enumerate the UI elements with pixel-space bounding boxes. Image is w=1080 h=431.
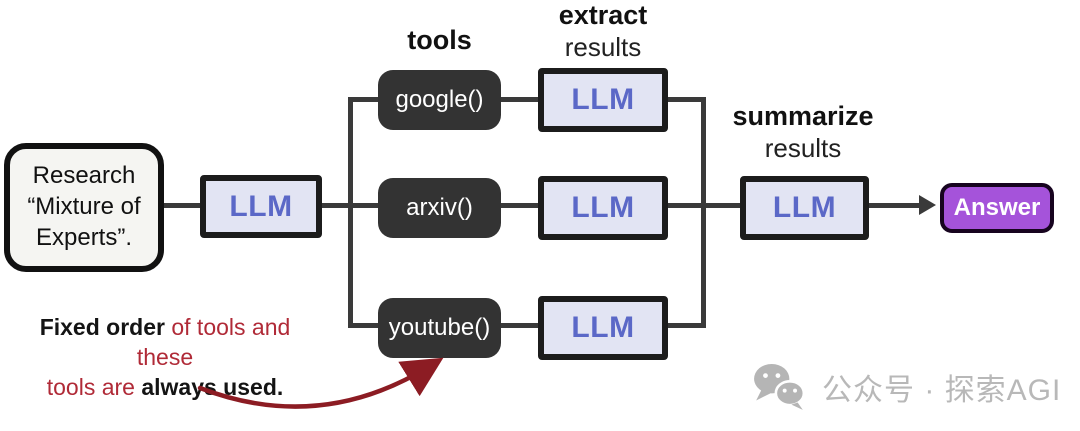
research-line: Research	[32, 162, 136, 190]
llm-box-extract-google: LLM	[538, 68, 668, 132]
annotation-line-1: Fixed order of tools and these	[10, 313, 320, 373]
curved-arrow-icon	[197, 357, 444, 409]
connector-line	[348, 97, 378, 102]
summarize-label: summarize	[732, 101, 874, 131]
connector-line	[158, 203, 200, 208]
annotation-bold: Fixed order	[39, 314, 165, 340]
connector-line	[348, 323, 378, 328]
llm-box-initial: LLM	[200, 175, 322, 238]
llm-box-extract-youtube: LLM	[538, 296, 668, 360]
llm-box-summarize: LLM	[740, 176, 869, 240]
connector-line	[316, 203, 378, 208]
connector-line	[501, 97, 538, 102]
stage-label-summarize: summarize results	[713, 101, 893, 164]
annotation-bold: always used.	[141, 373, 284, 400]
tool-box-google: google()	[378, 70, 501, 130]
extract-label: extract	[558, 0, 648, 30]
arrowhead-icon	[919, 195, 936, 215]
annotation-red: tools are	[46, 373, 142, 400]
research-line: Experts”.	[35, 223, 133, 251]
connector-line	[869, 203, 921, 208]
annotation-line-2: tools are always used.	[10, 373, 320, 403]
tool-box-arxiv: arxiv()	[378, 178, 501, 238]
extract-sublabel: results	[564, 31, 642, 62]
connector-line	[656, 203, 740, 208]
tools-label: tools	[407, 25, 472, 55]
stage-label-tools: tools	[378, 25, 501, 57]
watermark-text: 公众号 · 探索AGI	[822, 374, 1062, 407]
research-input-box: Research “Mixture of Experts”.	[4, 143, 164, 272]
watermark: 公众号 · 探索AGI	[752, 362, 1061, 412]
connector-line	[501, 323, 538, 328]
connector-line	[701, 97, 706, 328]
tool-box-youtube: youtube()	[378, 298, 501, 358]
connector-line	[656, 97, 706, 102]
stage-label-extract: extract results	[528, 0, 678, 63]
annotation-red: of tools and these	[136, 314, 291, 370]
research-line: “Mixture of	[27, 193, 141, 221]
connector-line	[501, 203, 538, 208]
annotation-text: Fixed order of tools and these tools are…	[10, 313, 320, 403]
wechat-icon	[754, 363, 806, 410]
summarize-sublabel: results	[764, 132, 842, 163]
connector-line	[656, 323, 706, 328]
llm-box-extract-arxiv: LLM	[538, 176, 668, 240]
answer-box: Answer	[940, 183, 1054, 233]
connector-line	[348, 97, 353, 328]
